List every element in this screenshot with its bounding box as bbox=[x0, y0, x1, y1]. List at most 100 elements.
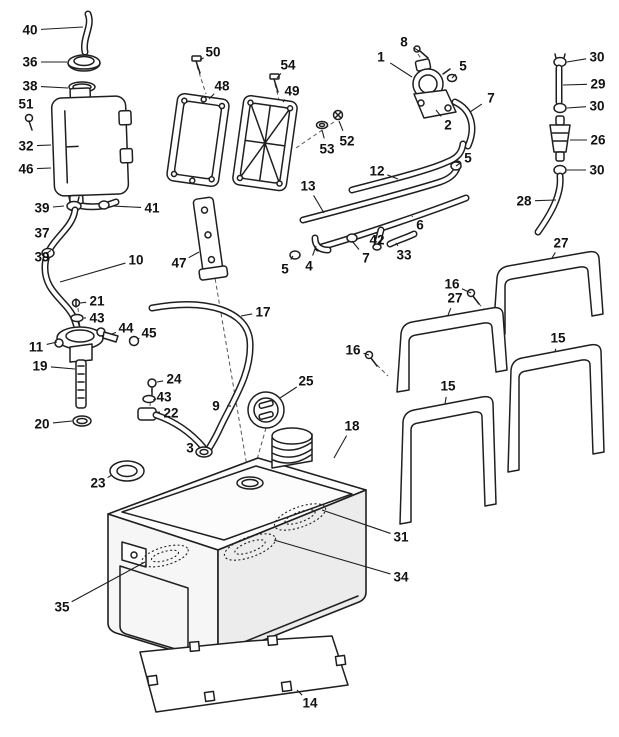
part-number-45: 45 bbox=[141, 326, 157, 341]
fuel-filter-26 bbox=[549, 115, 571, 162]
gasket-23 bbox=[109, 460, 145, 482]
leader-line-49 bbox=[282, 99, 286, 103]
leader-line-48 bbox=[208, 93, 215, 100]
leader-line-38 bbox=[40, 86, 69, 89]
protector-bar-15-right bbox=[507, 343, 605, 473]
part-number-22: 22 bbox=[163, 406, 178, 421]
pump-bolt-8 bbox=[413, 45, 429, 59]
part-number-26: 26 bbox=[590, 133, 606, 148]
part-number-5: 5 bbox=[281, 262, 289, 277]
part-number-40: 40 bbox=[22, 23, 37, 38]
part-number-28: 28 bbox=[516, 194, 532, 209]
leader-line-23 bbox=[107, 474, 113, 479]
hose-clamp-30-mid bbox=[553, 102, 567, 114]
part-number-46: 46 bbox=[18, 162, 34, 177]
part-number-43: 43 bbox=[156, 390, 172, 405]
joint-22 bbox=[137, 407, 207, 451]
part-number-49: 49 bbox=[284, 84, 299, 99]
leader-line-5 bbox=[455, 163, 460, 167]
leader-line-19 bbox=[50, 366, 76, 370]
leader-line-44 bbox=[111, 331, 117, 335]
vent-pattern-31 bbox=[273, 503, 327, 531]
cover-plate-49 bbox=[232, 94, 298, 192]
leader-line-13 bbox=[313, 195, 325, 214]
part-number-50: 50 bbox=[205, 45, 220, 60]
elbow-4 bbox=[311, 234, 332, 254]
leader-line-7 bbox=[351, 240, 360, 250]
oil-tank-screw-51 bbox=[24, 113, 34, 131]
part-number-3: 3 bbox=[186, 441, 194, 456]
pipe-33 bbox=[386, 230, 418, 248]
part-number-53: 53 bbox=[319, 142, 335, 157]
fuel-hose-17-9 bbox=[148, 301, 254, 454]
part-number-labels: 4036385132465048544953528153029307226301… bbox=[18, 23, 606, 711]
part-number-52: 52 bbox=[339, 134, 354, 149]
leader-line-18 bbox=[333, 435, 348, 459]
leader-line-30 bbox=[566, 106, 587, 109]
leader-line-30 bbox=[566, 58, 587, 63]
lever-44 bbox=[102, 331, 119, 343]
leader-line-16 bbox=[363, 352, 370, 356]
filler-neck bbox=[271, 427, 313, 469]
part-number-44: 44 bbox=[118, 321, 134, 336]
part-number-27: 27 bbox=[447, 291, 462, 306]
part-number-25: 25 bbox=[298, 374, 314, 389]
leader-line-35 bbox=[71, 561, 146, 603]
cock-screw-21 bbox=[71, 298, 81, 308]
leader-line-31 bbox=[321, 509, 391, 534]
part-number-24: 24 bbox=[166, 372, 182, 387]
gasket-plate-48 bbox=[166, 92, 230, 188]
pump-outlet-hose-7 bbox=[451, 98, 476, 150]
part-number-38: 38 bbox=[22, 79, 38, 94]
protector-bar-15-left bbox=[399, 395, 497, 525]
part-number-30: 30 bbox=[589, 50, 604, 65]
part-number-13: 13 bbox=[300, 179, 316, 194]
part-number-17: 17 bbox=[255, 305, 270, 320]
leader-line-27 bbox=[551, 252, 556, 259]
hose-clamp-30-top bbox=[553, 53, 567, 68]
leader-line-2 bbox=[435, 109, 442, 117]
leader-line-53 bbox=[321, 129, 325, 139]
part-number-51: 51 bbox=[18, 97, 34, 112]
tank-mat-14 bbox=[139, 634, 349, 713]
leader-line-17 bbox=[240, 313, 253, 317]
leader-line-7 bbox=[469, 103, 483, 113]
leader-line-1 bbox=[389, 62, 413, 78]
washer-45 bbox=[128, 335, 140, 347]
part-number-15: 15 bbox=[440, 379, 456, 394]
part-number-27: 27 bbox=[553, 236, 568, 251]
part-number-33: 33 bbox=[396, 248, 412, 263]
leader-line-8 bbox=[413, 47, 420, 52]
fuel-pipe-12 bbox=[348, 140, 467, 194]
fuel-tank-18 bbox=[107, 457, 367, 664]
leader-line-33 bbox=[395, 242, 399, 247]
leader-line-20 bbox=[52, 420, 73, 424]
leader-line-41 bbox=[111, 205, 142, 208]
screw-16-lower bbox=[364, 350, 378, 367]
part-number-39: 39 bbox=[34, 201, 49, 216]
leader-line-39 bbox=[52, 205, 65, 208]
part-number-15: 15 bbox=[550, 331, 566, 346]
fuel-cock-11 bbox=[54, 326, 106, 363]
leader-line-14 bbox=[296, 689, 303, 696]
grommet-3 bbox=[195, 446, 213, 458]
washer-43-upper bbox=[70, 313, 84, 323]
leader-lines bbox=[28, 26, 588, 696]
part-number-7: 7 bbox=[362, 251, 370, 266]
fuel-hose-28 bbox=[534, 172, 564, 236]
part-number-5: 5 bbox=[459, 59, 467, 74]
part-number-41: 41 bbox=[144, 201, 160, 216]
part-number-11: 11 bbox=[29, 340, 44, 355]
part-number-32: 32 bbox=[18, 139, 33, 154]
leader-line-34 bbox=[273, 539, 391, 575]
part-number-20: 20 bbox=[34, 417, 49, 432]
leader-line-47 bbox=[188, 251, 200, 259]
vent-pattern-35 bbox=[141, 544, 189, 568]
leader-line-6 bbox=[411, 215, 414, 218]
part-number-1: 1 bbox=[377, 50, 385, 65]
part-number-9: 9 bbox=[212, 399, 220, 414]
part-number-37: 37 bbox=[34, 226, 49, 241]
leader-line-15 bbox=[444, 396, 447, 405]
part-number-31: 31 bbox=[393, 530, 409, 545]
leader-line-43 bbox=[153, 398, 157, 401]
